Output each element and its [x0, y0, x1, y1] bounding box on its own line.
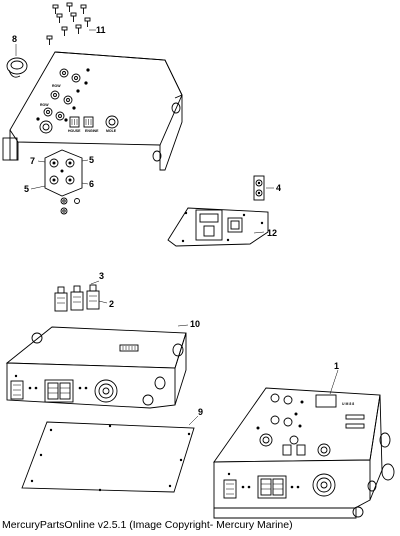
switch-assembly-parts-5-6-7 [30, 149, 89, 215]
svg-text:ROW: ROW [52, 84, 61, 88]
callout-11: 11 [96, 25, 106, 35]
switch-part-4 [253, 175, 274, 201]
callout-3: 3 [99, 271, 104, 281]
callout-9: 9 [198, 407, 203, 417]
callout-labels: 1 2 3 4 5 5 6 7 8 9 10 11 12 [12, 25, 339, 417]
callout-1: 1 [334, 361, 339, 371]
circuit-board-part-12 [167, 207, 269, 247]
module-box-part-10 [5, 324, 189, 409]
callout-10: 10 [190, 319, 200, 329]
svg-text:ROW: ROW [40, 103, 49, 107]
svg-text:U M 8 8: U M 8 8 [342, 402, 354, 406]
base-plate-part-9 [21, 415, 199, 493]
connector-plugs-parts-2-3 [54, 280, 108, 312]
top-cover-housing: ROW ROW HOUSE ENGINE MOLE [2, 51, 183, 171]
callout-8: 8 [12, 34, 17, 44]
complete-assembly-part-1: U M 8 8 [213, 369, 395, 519]
svg-text:HOUSE: HOUSE [68, 129, 81, 133]
callout-12: 12 [267, 228, 277, 238]
callout-4: 4 [276, 183, 281, 193]
callout-5-upper: 5 [89, 155, 94, 165]
callout-2: 2 [109, 299, 114, 309]
callout-7: 7 [30, 156, 35, 166]
copyright-footer: MercuryPartsOnline v2.5.1 (Image Copyrig… [2, 519, 293, 531]
callout-6: 6 [89, 179, 94, 189]
screws-part-11 [46, 2, 96, 45]
svg-text:MOLE: MOLE [106, 129, 117, 133]
svg-text:ENGINE: ENGINE [85, 129, 99, 133]
callout-5-lower: 5 [24, 184, 29, 194]
grommet-part-8 [6, 44, 28, 78]
